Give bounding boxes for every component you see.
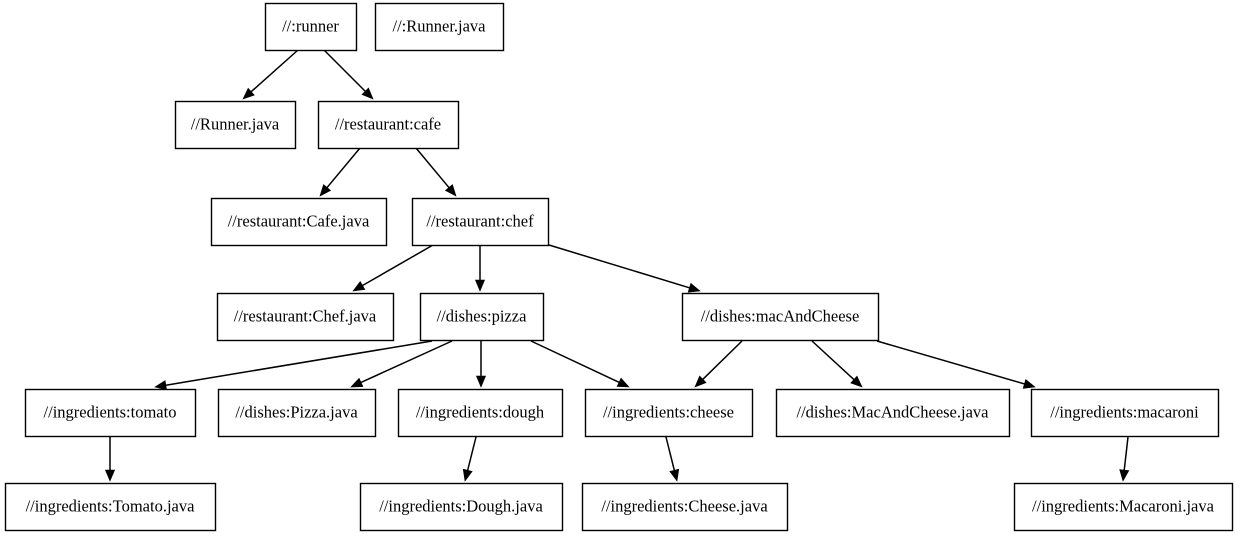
graph-edge — [462, 436, 477, 482]
graph-edge — [323, 49, 374, 100]
graph-node-restaurant_cafe[interactable]: //restaurant:cafe — [317, 100, 460, 150]
graph-edge — [530, 340, 630, 388]
node-label: //restaurant:cafe — [335, 114, 441, 133]
node-box[interactable] — [775, 388, 1011, 438]
edge-arrowhead-icon — [669, 468, 680, 482]
graph-edge — [415, 147, 457, 197]
edge-arrowhead-icon — [154, 380, 167, 391]
node-label: //ingredients:macaroni — [1050, 402, 1199, 421]
edge-arrowhead-icon — [242, 87, 255, 100]
node-label: //dishes:macAndCheese — [701, 306, 860, 325]
graph-node-macncheese_java[interactable]: //dishes:MacAndCheese.java — [775, 388, 1011, 438]
graph-edge — [319, 147, 361, 197]
node-label: //:Runner.java — [392, 16, 486, 35]
graph-edge — [876, 340, 1036, 389]
graph-node-runner_java[interactable]: //Runner.java — [174, 100, 297, 150]
graph-edge — [154, 340, 433, 391]
edge-arrowhead-icon — [474, 279, 486, 292]
node-box[interactable] — [581, 482, 789, 532]
edges-layer — [104, 49, 1130, 482]
node-box[interactable] — [411, 197, 550, 247]
node-label: //restaurant:chef — [426, 211, 534, 230]
edge-arrowhead-icon — [1119, 469, 1130, 482]
edge-arrowhead-icon — [104, 469, 116, 482]
graph-edge — [548, 244, 701, 293]
node-box[interactable] — [584, 388, 754, 438]
edge-arrowhead-icon — [850, 375, 863, 388]
edge-arrowhead-icon — [350, 377, 364, 388]
node-label: //restaurant:Chef.java — [234, 306, 377, 325]
node-label: //dishes:pizza — [437, 306, 527, 325]
edge-arrowhead-icon — [444, 184, 457, 197]
node-label: //dishes:MacAndCheese.java — [797, 402, 990, 421]
edge-arrowhead-icon — [1022, 378, 1036, 389]
node-box[interactable] — [419, 292, 545, 342]
graph-node-ing_macaroni[interactable]: //ingredients:macaroni — [1030, 388, 1220, 438]
node-label: //ingredients:Dough.java — [379, 496, 543, 515]
graph-node-runner[interactable]: //:runner — [264, 2, 358, 52]
node-box[interactable] — [4, 482, 217, 532]
node-label: //ingredients:Tomato.java — [26, 496, 196, 515]
node-box[interactable] — [24, 388, 197, 438]
graph-node-chef_java[interactable]: //restaurant:Chef.java — [216, 292, 395, 342]
graph-edge — [1119, 436, 1130, 482]
node-box[interactable] — [1013, 482, 1234, 532]
edge-arrowhead-icon — [319, 184, 332, 197]
edge-arrowhead-icon — [616, 377, 630, 388]
node-box[interactable] — [264, 2, 358, 52]
graph-node-ing_tomato[interactable]: //ingredients:tomato — [24, 388, 197, 438]
graph-edge — [352, 244, 434, 292]
graph-node-dishes_pizza[interactable]: //dishes:pizza — [419, 292, 545, 342]
node-label: //dishes:Pizza.java — [235, 402, 358, 421]
graph-edge — [474, 245, 486, 292]
node-label: //ingredients:Cheese.java — [601, 496, 768, 515]
graph-edge — [350, 340, 453, 388]
graph-edge — [475, 341, 487, 388]
node-label: //ingredients:cheese — [603, 402, 734, 421]
node-box[interactable] — [1030, 388, 1220, 438]
node-label: //ingredients:dough — [416, 402, 545, 421]
graph-node-runner_java_root[interactable]: //:Runner.java — [374, 2, 505, 52]
graph-edge — [242, 49, 299, 100]
edge-arrowhead-icon — [361, 87, 374, 100]
graph-edge — [811, 340, 863, 388]
node-box[interactable] — [374, 2, 505, 52]
node-label: //ingredients:Macaroni.java — [1032, 496, 1215, 515]
node-label: //restaurant:Cafe.java — [228, 211, 370, 230]
edge-arrowhead-icon — [462, 468, 473, 482]
node-box[interactable] — [216, 292, 395, 342]
graph-node-ing_cheese[interactable]: //ingredients:cheese — [584, 388, 754, 438]
graph-node-dough_java[interactable]: //ingredients:Dough.java — [359, 482, 564, 532]
edge-arrowhead-icon — [687, 282, 701, 293]
graph-edge — [104, 437, 116, 482]
node-box[interactable] — [317, 100, 460, 150]
node-label: //ingredients:tomato — [44, 402, 177, 421]
edge-arrowhead-icon — [475, 375, 487, 388]
graph-edge — [694, 340, 743, 388]
graph-node-restaurant_chef[interactable]: //restaurant:chef — [411, 197, 550, 247]
edge-arrowhead-icon — [694, 375, 707, 388]
nodes-layer: //:runner //:Runner.java //Runner.java //re… — [4, 2, 1234, 532]
graph-node-macaroni_java[interactable]: //ingredients:Macaroni.java — [1013, 482, 1234, 532]
graph-node-dishes_macncheese[interactable]: //dishes:macAndCheese — [681, 292, 880, 342]
node-box[interactable] — [210, 197, 388, 247]
graph-node-ing_dough[interactable]: //ingredients:dough — [397, 388, 564, 438]
graph-edge — [665, 436, 680, 482]
graph-node-cafe_java[interactable]: //restaurant:Cafe.java — [210, 197, 388, 247]
edge-arrowhead-icon — [352, 280, 366, 292]
node-label: //:runner — [282, 16, 339, 35]
graph-node-cheese_java[interactable]: //ingredients:Cheese.java — [581, 482, 789, 532]
node-box[interactable] — [359, 482, 564, 532]
node-box[interactable] — [217, 388, 377, 438]
graph-node-pizza_java[interactable]: //dishes:Pizza.java — [217, 388, 377, 438]
graph-node-tomato_java[interactable]: //ingredients:Tomato.java — [4, 482, 217, 532]
node-box[interactable] — [681, 292, 880, 342]
node-box[interactable] — [397, 388, 564, 438]
node-label: //Runner.java — [191, 114, 280, 133]
node-box[interactable] — [174, 100, 297, 150]
